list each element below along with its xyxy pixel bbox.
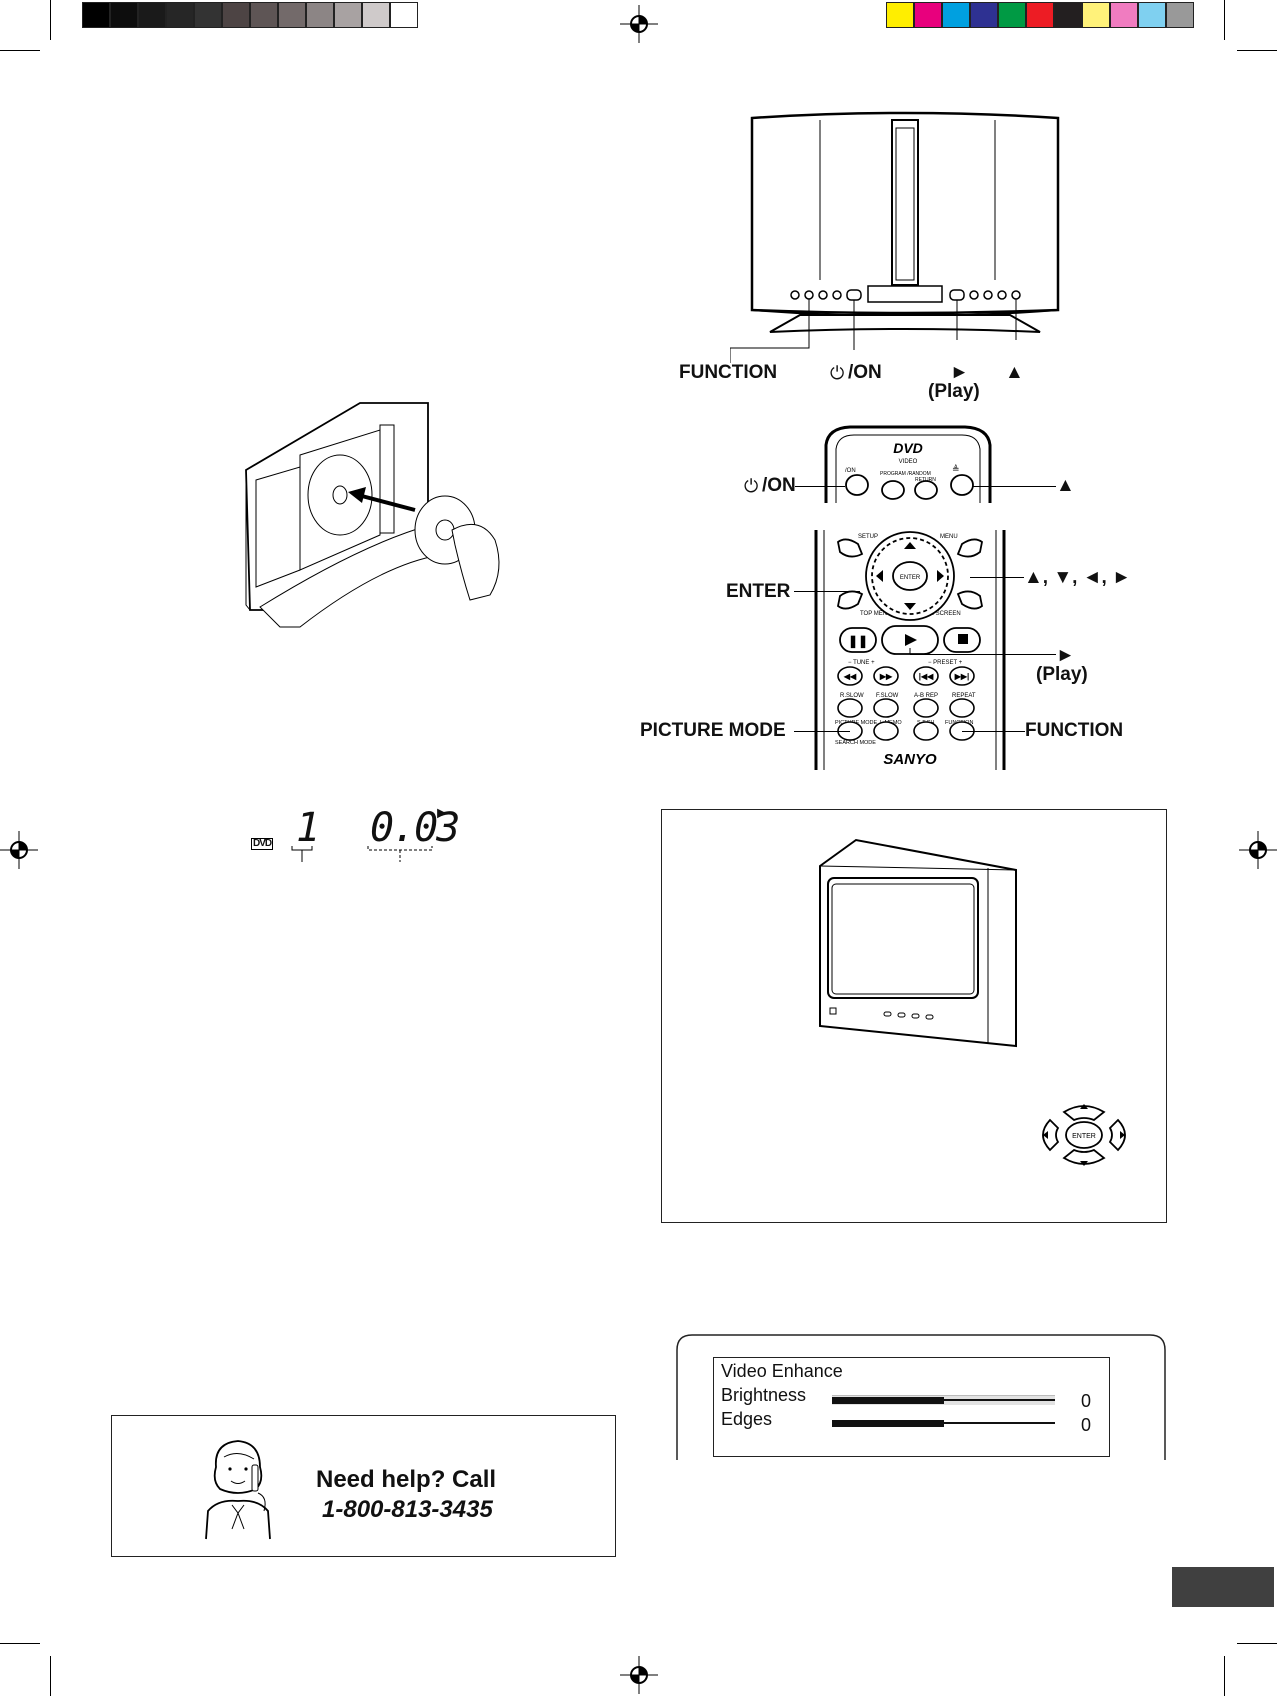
enter-label: ENTER: [726, 581, 791, 602]
tv-illustration: [819, 838, 1017, 1048]
gray-swatch: [362, 2, 390, 28]
svg-text:▶▶: ▶▶: [879, 672, 893, 681]
setup-text: SETUP: [858, 534, 878, 540]
dvd-logo-text: DVD: [893, 440, 923, 456]
search-mode-text: SEARCH MODE: [835, 740, 876, 746]
osd-edges-value: 0: [1081, 1415, 1092, 1435]
brightness-slider[interactable]: [832, 1395, 1055, 1405]
osd-panel: [713, 1357, 1110, 1457]
display-play-arrow: ►: [434, 805, 450, 822]
enter-pad-text: ENTER: [1072, 1133, 1096, 1140]
color-swatch: [1054, 2, 1082, 28]
repeat-text: REPEAT: [952, 693, 976, 699]
function-label: FUNCTION: [679, 362, 778, 383]
color-swatch: [1082, 2, 1110, 28]
svg-text:▶▶|: ▶▶|: [954, 672, 970, 681]
power-on-label: /ON: [848, 362, 882, 383]
sanyo-logo: SANYO: [883, 751, 937, 768]
help-box: [111, 1415, 616, 1557]
gray-swatch: [334, 2, 362, 28]
page-number-tab: [1172, 1567, 1274, 1607]
top-menu-text: TOP MENU: [860, 611, 891, 617]
remote-play-label: (Play): [1036, 664, 1088, 685]
grayscale-bar: [82, 2, 418, 28]
arrows-label: ▲, ▼, ◄, ►: [1024, 567, 1131, 588]
display-track: 1: [296, 805, 321, 851]
gray-swatch: [138, 2, 166, 28]
remote-eject-label: ▲: [1056, 475, 1075, 496]
remote-top-illustration: DVD VIDEO /ON PROGRAM /RANDOM RETURN ≜: [824, 425, 992, 503]
registration-mark-icon: [620, 1656, 658, 1694]
color-swatch: [998, 2, 1026, 28]
color-swatch: [914, 2, 942, 28]
gray-swatch: [166, 2, 194, 28]
btn-on-text: /ON: [845, 468, 856, 474]
tv-instruction-box: [661, 809, 1167, 1223]
eject-label: ▲: [1005, 362, 1024, 383]
remote-function-label: FUNCTION: [1025, 720, 1124, 741]
fslow-text: F.SLOW: [876, 693, 899, 699]
gray-swatch: [250, 2, 278, 28]
color-swatch: [1166, 2, 1194, 28]
registration-mark-icon: [1239, 831, 1277, 869]
color-swatch: [886, 2, 914, 28]
dvd-video-text: VIDEO: [899, 459, 918, 465]
remote-play-arrow-label: ►: [1056, 645, 1075, 666]
enter-text: ENTER: [900, 575, 921, 581]
display-leader-lines: [291, 846, 433, 862]
color-swatch: [970, 2, 998, 28]
btn-program-text: PROGRAM /RANDOM: [880, 471, 931, 477]
color-swatch: [1138, 2, 1166, 28]
edges-slider[interactable]: [832, 1419, 1055, 1428]
picture-mode-label: PICTURE MODE: [640, 720, 786, 741]
gray-swatch: [278, 2, 306, 28]
color-swatch: [942, 2, 970, 28]
color-swatch: [1026, 2, 1054, 28]
power-icon: ⏻: [744, 476, 759, 496]
play-arrow-label: ►: [950, 362, 969, 383]
osd-brightness-value: 0: [1081, 1391, 1092, 1411]
gray-swatch: [306, 2, 334, 28]
color-bar: [886, 2, 1194, 28]
color-swatch: [1110, 2, 1138, 28]
disc-type-icon: DVD: [251, 838, 274, 850]
on-screen-text: ON SCREEN: [925, 611, 961, 617]
main-unit-illustration: [750, 111, 1060, 350]
gray-swatch: [82, 2, 110, 28]
osd-title: Video Enhance: [721, 1361, 843, 1381]
svg-text:≜: ≜: [952, 464, 960, 474]
gray-swatch: [390, 2, 418, 28]
tune-text: − TUNE +: [848, 660, 875, 666]
disc-insert-illustration: [245, 402, 500, 628]
gray-swatch: [194, 2, 222, 28]
power-icon: ⏻: [830, 363, 845, 383]
menu-text: MENU: [940, 534, 958, 540]
help-phone[interactable]: 1-800-813-3435: [322, 1496, 493, 1523]
abrep-text: A-B REP: [914, 693, 938, 699]
rslow-text: R.SLOW: [840, 693, 864, 699]
osd-edges-label: Edges: [721, 1409, 773, 1429]
enter-pad-icon: ENTER: [1042, 1104, 1126, 1166]
svg-text:❚❚: ❚❚: [848, 634, 868, 649]
remote-power-on-label: /ON: [762, 475, 796, 496]
osd-outer-frame: [676, 1334, 1166, 1460]
help-title: Need help? Call: [316, 1466, 497, 1493]
remote-body-illustration: SETUP MENU TOP MENU ON SCREEN ENTER ❚❚ −…: [814, 530, 1006, 770]
play-label: (Play): [928, 381, 980, 402]
registration-mark-icon: [0, 831, 38, 869]
registration-mark-icon: [620, 5, 658, 43]
display-time: 0.03: [370, 805, 460, 851]
help-person-icon: [205, 1440, 271, 1540]
osd-brightness-label: Brightness: [721, 1385, 807, 1405]
svg-text:|◀◀: |◀◀: [919, 672, 934, 681]
gray-swatch: [222, 2, 250, 28]
svg-text:◀◀: ◀◀: [843, 672, 857, 681]
preset-text: − PRESET +: [928, 660, 963, 666]
btn-return-text: RETURN: [915, 477, 936, 483]
leader-line: [730, 345, 810, 363]
gray-swatch: [110, 2, 138, 28]
